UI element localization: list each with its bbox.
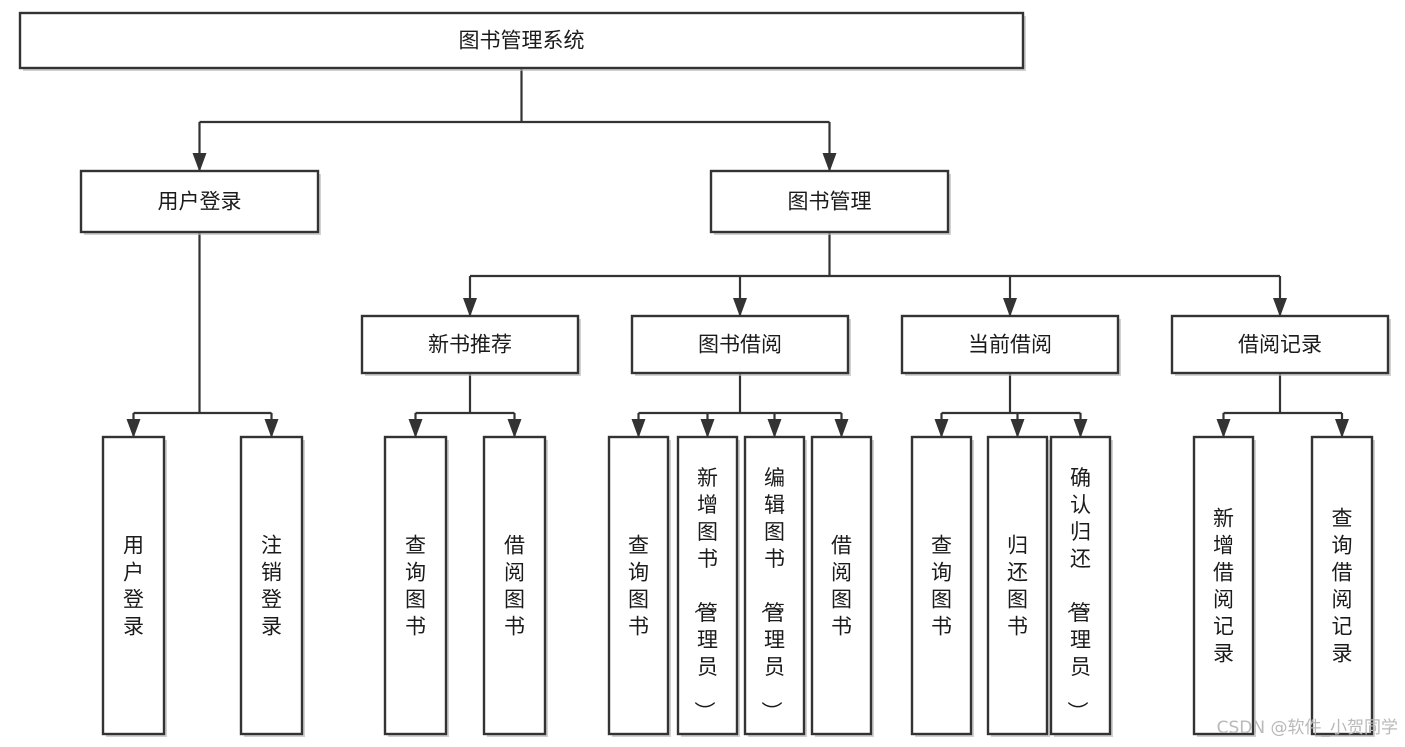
node-图书借阅[interactable]: 图书借阅 [630, 314, 851, 376]
arrow-head-icon [1010, 419, 1025, 438]
node-label: 图书借阅 [698, 333, 782, 357]
node-label: 用户登录 [158, 190, 242, 214]
arrow-head-icon [1003, 298, 1017, 317]
node-label: 查询图书 [405, 534, 426, 639]
node-label: 归还图书 [1007, 534, 1028, 639]
node-用户登录[interactable]: 用户登录 [79, 169, 321, 235]
node-label: 图书管理系统 [459, 29, 585, 53]
node-label: 查询借阅记录 [1332, 507, 1353, 666]
node-图书管理系统[interactable]: 图书管理系统 [18, 11, 1026, 71]
arrow-head-icon [126, 419, 141, 438]
node-label: 新增图书（管理员） [692, 466, 718, 722]
node-label: 新增借阅记录 [1213, 507, 1234, 666]
arrow-head-icon [631, 419, 646, 438]
csdn-watermark: CSDN @软件_小贺同学 [1217, 718, 1398, 738]
node-label: 新书推荐 [428, 333, 512, 357]
node-label: 当前借阅 [968, 333, 1052, 357]
arrow-head-icon [1216, 419, 1231, 438]
arrow-head-icon [1335, 419, 1349, 438]
arrow-head-icon [192, 153, 207, 172]
arrow-head-icon [934, 419, 949, 438]
node-label: 借阅图书 [831, 534, 852, 639]
arrow-head-icon [408, 419, 423, 438]
arrow-head-icon [767, 419, 782, 438]
node-查询图书[interactable]: 查询图书 [607, 435, 671, 737]
node-新增图书管理员[interactable]: 新增图书（管理员） [676, 435, 740, 737]
node-借阅图书[interactable]: 借阅图书 [482, 435, 548, 737]
arrow-head-icon [1073, 419, 1088, 438]
node-归还图书[interactable]: 归还图书 [986, 435, 1050, 737]
node-图书管理[interactable]: 图书管理 [709, 169, 951, 235]
node-label: 用户登录 [123, 534, 144, 639]
node-label: 借阅记录 [1238, 333, 1322, 357]
node-label: 编辑图书（管理员） [759, 466, 785, 722]
node-layer: 图书管理系统用户登录图书管理新书推荐图书借阅当前借阅借阅记录用户登录注销登录查询… [18, 11, 1391, 737]
arrow-head-icon [700, 419, 715, 438]
node-label: 查询图书 [931, 534, 952, 639]
node-label: 查询图书 [628, 534, 649, 639]
arrow-head-icon [264, 419, 279, 438]
node-查询图书[interactable]: 查询图书 [383, 435, 449, 737]
node-确认归还管理员[interactable]: 确认归还（管理员） [1049, 435, 1113, 737]
node-注销登录[interactable]: 注销登录 [239, 435, 305, 737]
node-新增借阅记录[interactable]: 新增借阅记录 [1192, 435, 1256, 737]
arrow-head-icon [1273, 298, 1287, 317]
arrow-head-icon [733, 298, 747, 317]
arrow-head-icon [507, 419, 522, 438]
arrow-head-icon [463, 298, 477, 317]
node-借阅记录[interactable]: 借阅记录 [1170, 314, 1391, 376]
node-label: 注销登录 [261, 534, 282, 639]
node-新书推荐[interactable]: 新书推荐 [360, 314, 581, 376]
node-用户登录[interactable]: 用户登录 [101, 435, 167, 737]
node-编辑图书管理员[interactable]: 编辑图书（管理员） [743, 435, 807, 737]
node-查询借阅记录[interactable]: 查询借阅记录 [1310, 435, 1375, 737]
node-label: 图书管理 [788, 190, 872, 214]
arrow-head-icon [822, 153, 837, 172]
node-当前借阅[interactable]: 当前借阅 [900, 314, 1121, 376]
node-借阅图书[interactable]: 借阅图书 [810, 435, 874, 737]
arrow-head-icon [834, 419, 849, 438]
connector-layer [126, 68, 1349, 438]
node-label: 确认归还（管理员） [1065, 466, 1091, 722]
node-查询图书[interactable]: 查询图书 [910, 435, 974, 737]
node-label: 借阅图书 [504, 534, 525, 639]
